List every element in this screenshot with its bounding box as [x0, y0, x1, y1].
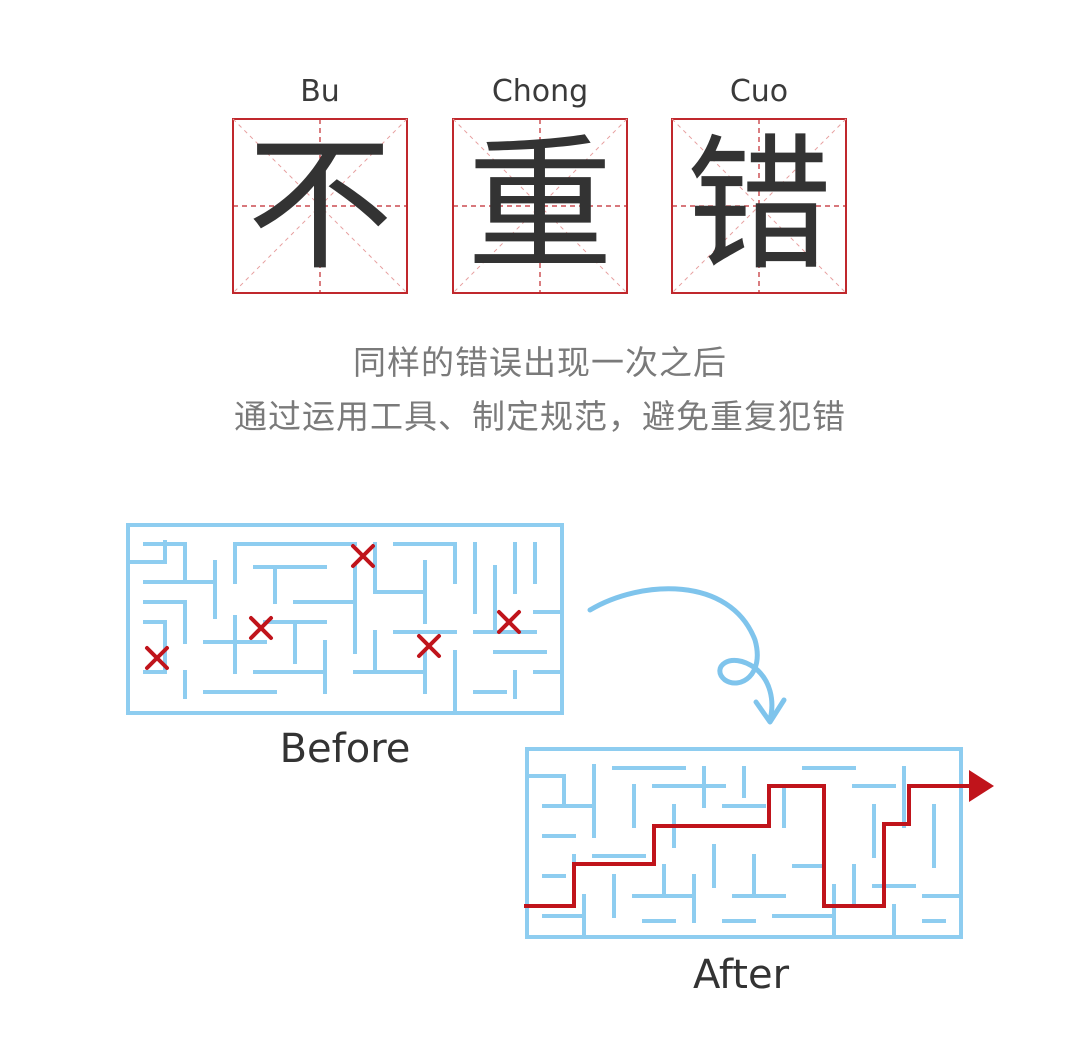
- hanzi-character: 重: [467, 121, 613, 291]
- after-maze: [524, 747, 994, 939]
- pinyin-label: Bu: [300, 74, 340, 109]
- tianzige-grid: [671, 118, 847, 294]
- before-label: Before: [279, 726, 411, 772]
- tianzige-grid: [232, 118, 408, 294]
- subtitle-line-1: 同样的错误出现一次之后: [353, 343, 727, 382]
- error-mark-5: [497, 610, 521, 634]
- error-mark-2: [249, 616, 273, 640]
- exit-arrow-icon: [969, 770, 994, 802]
- hanzi-character: 错: [686, 121, 832, 291]
- error-marks: [145, 544, 521, 670]
- error-mark-3: [145, 646, 169, 670]
- curly-arrow-icon: [587, 586, 787, 725]
- tianzige-grid: [452, 118, 628, 294]
- before-maze: [126, 523, 564, 715]
- solution-path: [524, 784, 969, 908]
- pinyin-label: Chong: [491, 74, 589, 109]
- hanzi-character: 不: [247, 121, 393, 291]
- error-mark-4: [417, 634, 441, 658]
- pinyin-label: Cuo: [729, 74, 789, 109]
- error-mark-1: [351, 544, 375, 568]
- subtitle-line-2: 通过运用工具、制定规范，避免重复犯错: [234, 397, 846, 436]
- after-label: After: [692, 952, 790, 998]
